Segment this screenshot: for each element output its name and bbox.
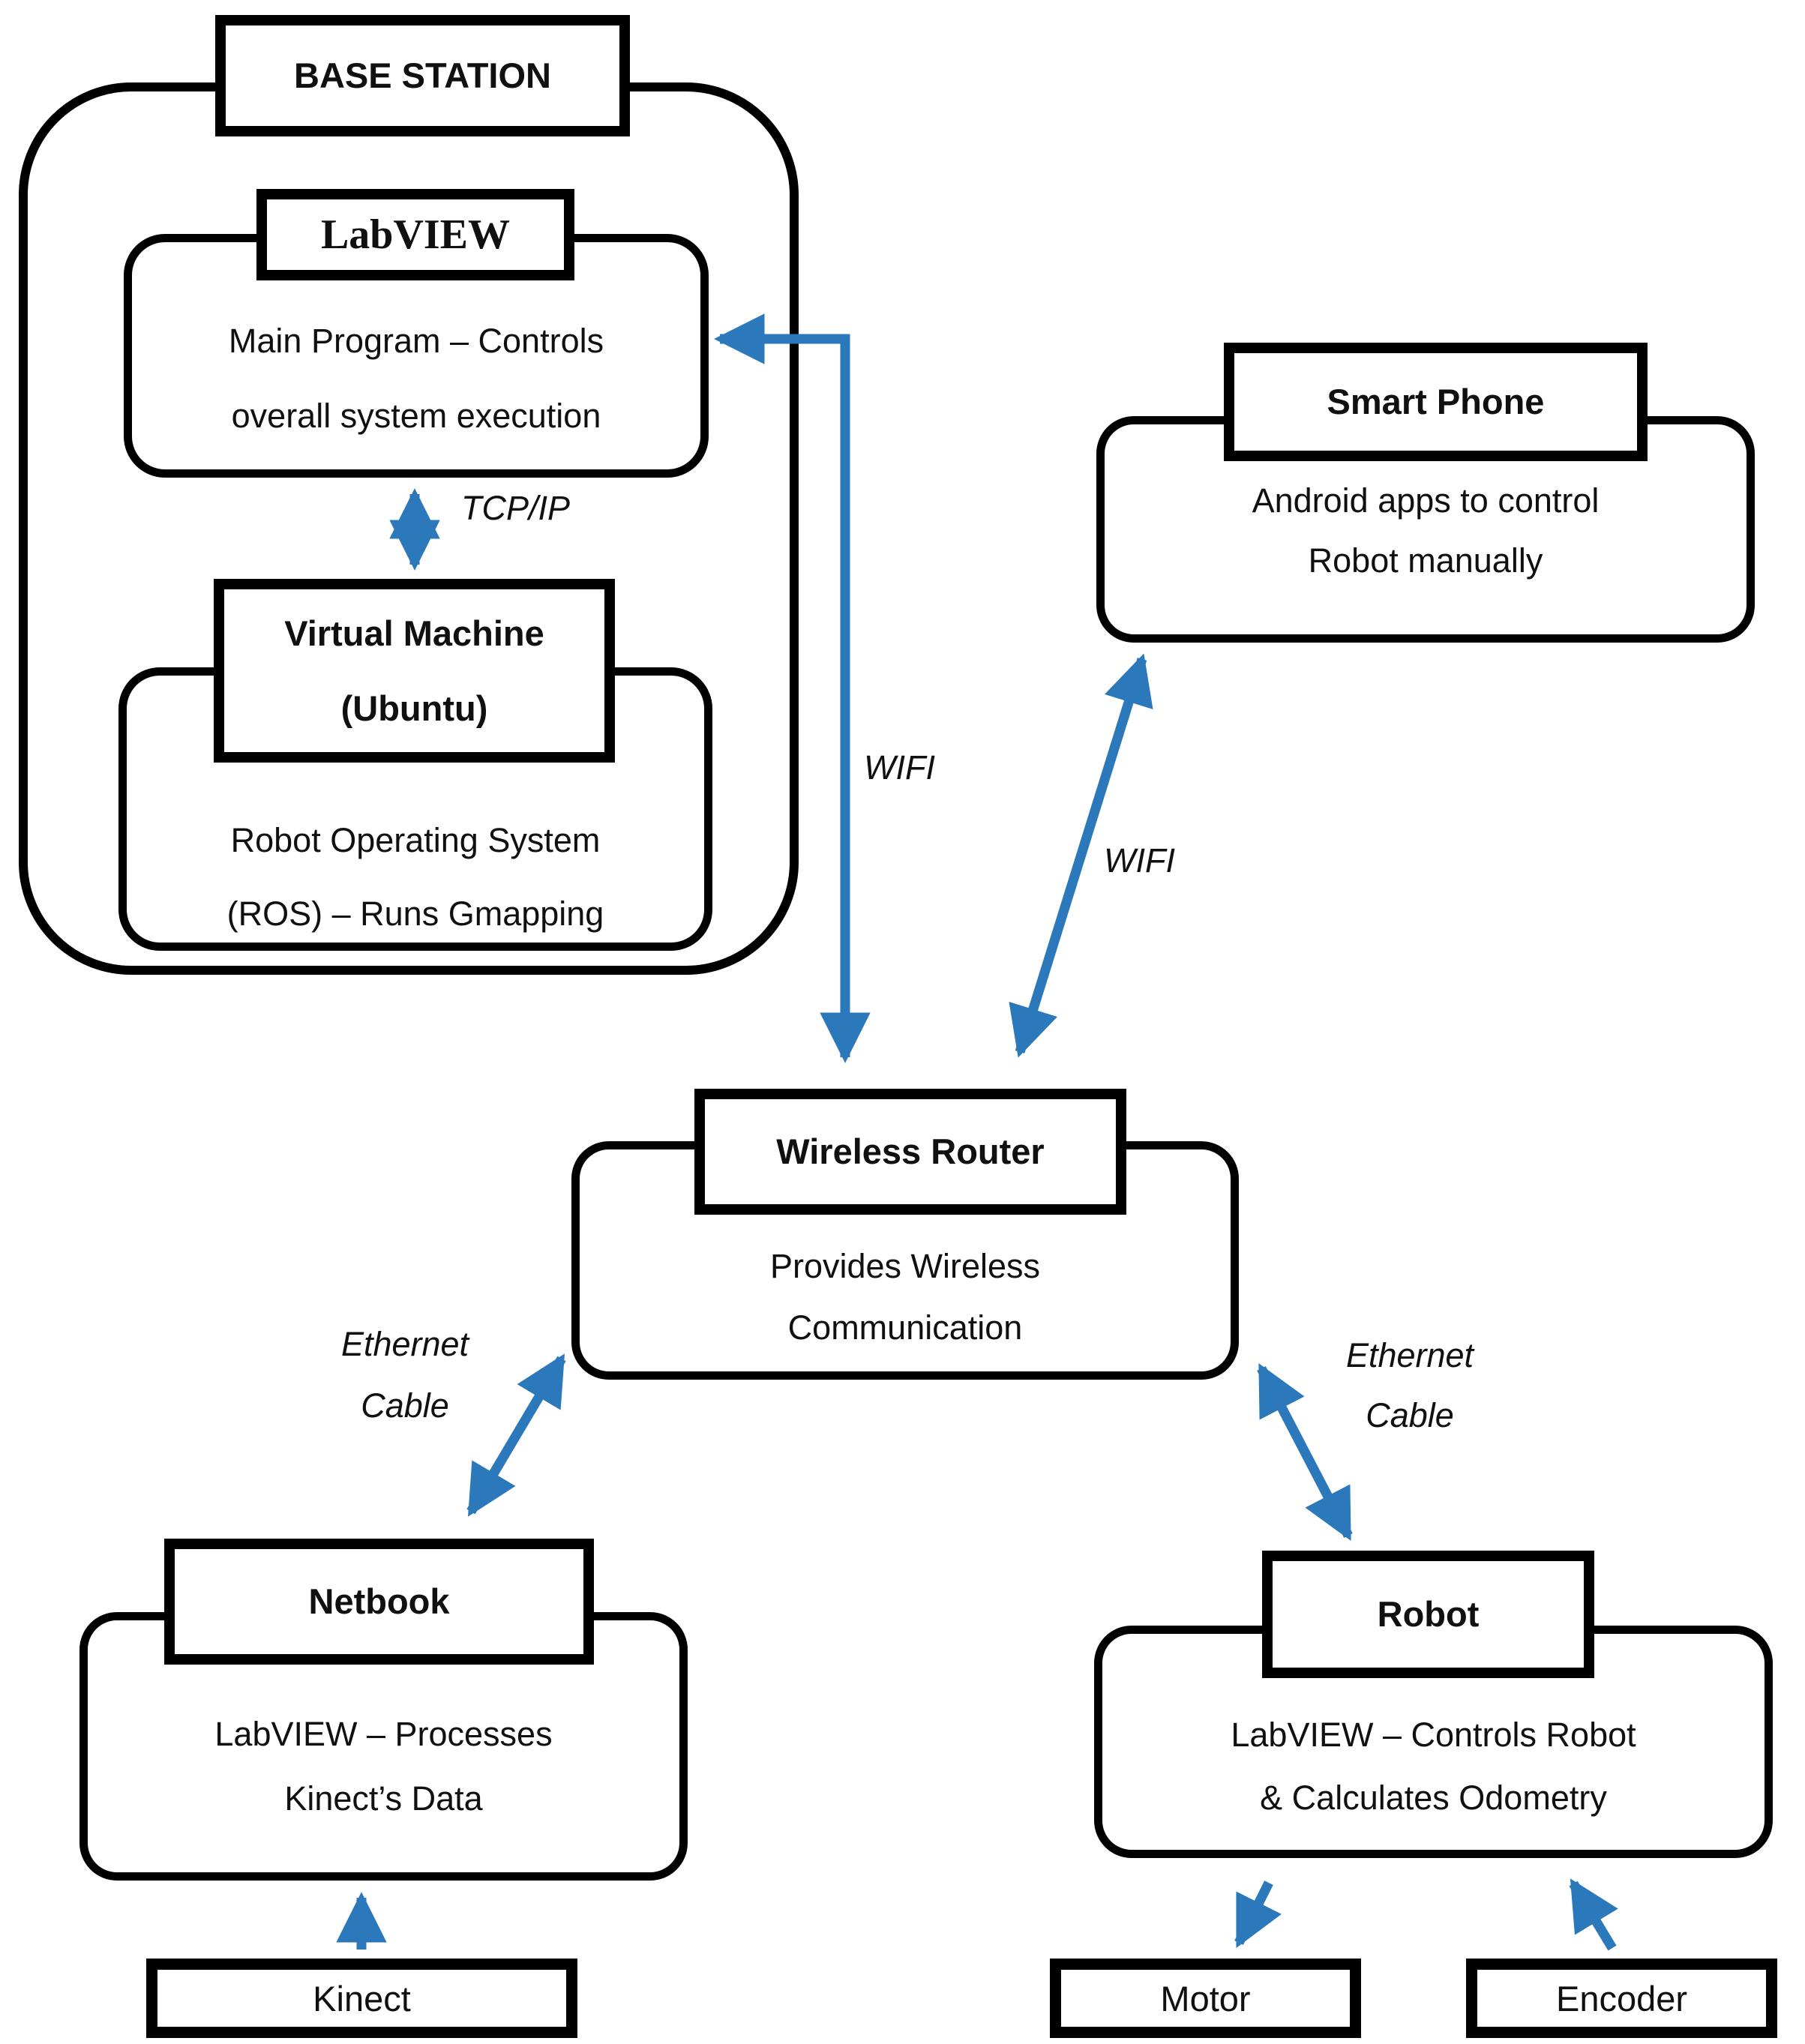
smart-phone-title-box: Smart Phone (1224, 343, 1648, 461)
wifi-label-left: WIFI (864, 748, 935, 787)
wireless-router-title: Wireless Router (776, 1131, 1045, 1171)
robot-title-box: Robot (1262, 1551, 1594, 1678)
virtual-machine-title-line2: (Ubuntu) (340, 688, 488, 728)
virtual-machine-title-box: Virtual Machine (Ubuntu) (214, 579, 615, 763)
wireless-router-body-line1: Provides Wireless (769, 1247, 1041, 1285)
ethernet-label-right: Ethernet Cable (1316, 1326, 1504, 1446)
wireless-router-title-box: Wireless Router (694, 1089, 1126, 1215)
robot-body-line1: LabVIEW – Controls Robot (1231, 1716, 1636, 1754)
labview-title-box: LabVIEW (256, 189, 574, 280)
netbook-title: Netbook (308, 1581, 450, 1621)
netbook-body: LabVIEW – Processes Kinect’s Data (94, 1702, 673, 1831)
ethernet-label-left-line1: Ethernet (340, 1325, 469, 1363)
labview-body-line2: overall system execution (231, 397, 601, 435)
motor-box: Motor (1050, 1959, 1361, 2038)
smart-phone-body: Android apps to control Robot manually (1111, 471, 1740, 591)
netbook-title-box: Netbook (164, 1539, 594, 1665)
robot-body-line2: & Calculates Odometry (1260, 1779, 1607, 1817)
labview-title: LabVIEW (320, 211, 511, 258)
kinect-box: Kinect (146, 1959, 577, 2038)
robot-body: LabVIEW – Controls Robot & Calculates Od… (1109, 1704, 1758, 1830)
virtual-machine-title-line1: Virtual Machine (284, 613, 544, 653)
ethernet-label-right-line2: Cable (1366, 1396, 1454, 1434)
robot-title: Robot (1377, 1594, 1480, 1634)
encoder-box: Encoder (1466, 1959, 1777, 2038)
smart-phone-body-line1: Android apps to control (1252, 481, 1600, 520)
ethernet-label-right-line1: Ethernet (1345, 1336, 1474, 1374)
base-station-title-box: BASE STATION (215, 15, 630, 136)
encoder-to-robot-arrow (1569, 1878, 1618, 1951)
encoder-label: Encoder (1555, 1978, 1688, 2019)
virtual-machine-body: Robot Operating System (ROS) – Runs Gmap… (133, 804, 697, 951)
wifi-label-right: WIFI (1104, 841, 1175, 880)
kinect-label: Kinect (313, 1978, 411, 2019)
labview-body: Main Program – Controls overall system e… (135, 304, 697, 454)
base-station-title: BASE STATION (294, 55, 551, 95)
virtual-machine-body-line2: (ROS) – Runs Gmapping (226, 895, 604, 933)
labview-body-line1: Main Program – Controls (228, 322, 604, 360)
smart-phone-body-line2: Robot manually (1308, 541, 1543, 580)
netbook-body-line2: Kinect’s Data (284, 1779, 483, 1818)
smart-phone-title: Smart Phone (1327, 382, 1545, 421)
robot-to-motor-arrow (1234, 1881, 1282, 1949)
tcpip-label: TCP/IP (461, 489, 571, 527)
ethernet-label-left: Ethernet Cable (300, 1314, 510, 1437)
ethernet-label-left-line2: Cable (361, 1386, 449, 1425)
virtual-machine-body-line1: Robot Operating System (230, 821, 601, 859)
netbook-body-line1: LabVIEW – Processes (214, 1715, 553, 1753)
wireless-router-body-line2: Communication (787, 1308, 1023, 1347)
wireless-router-body: Provides Wireless Communication (586, 1236, 1224, 1359)
motor-label: Motor (1160, 1978, 1251, 2019)
wireless-router-group (571, 1141, 1239, 1380)
